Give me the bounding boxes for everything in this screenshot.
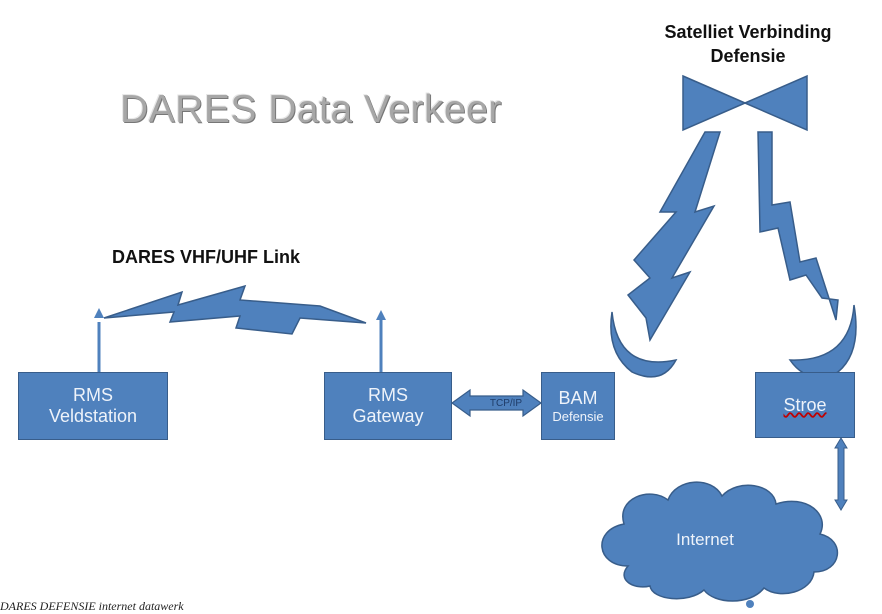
vhf-uhf-link-label: DARES VHF/UHF Link bbox=[112, 247, 301, 267]
tcpip-label: TCP/IP bbox=[489, 398, 523, 409]
bam-defensie-box: BAM Defensie bbox=[541, 372, 615, 440]
bam-dish-icon bbox=[610, 311, 678, 378]
vhf-uhf-link-bolt bbox=[103, 284, 367, 335]
gateway-antenna-tip bbox=[376, 310, 386, 320]
rms-gateway-line2: Gateway bbox=[352, 406, 424, 426]
diagram-title: DARES Data Verkeer bbox=[120, 88, 502, 131]
stroe-label: Stroe bbox=[783, 394, 827, 415]
rms-veldstation-line1: RMS bbox=[73, 385, 113, 405]
internet-label: Internet bbox=[676, 530, 734, 549]
stroe-box: Stroe bbox=[755, 372, 855, 438]
satellite-beam-left bbox=[626, 131, 722, 343]
satellite-label: Satelliet Verbinding Defensie bbox=[636, 20, 860, 68]
veldstation-antenna-tip bbox=[94, 308, 104, 318]
satellite-label-line1: Satelliet Verbinding bbox=[664, 22, 832, 42]
rms-veldstation-box: RMS Veldstation bbox=[18, 372, 168, 440]
stroe-dish-icon bbox=[788, 304, 857, 378]
internet-cloud-tail-icon bbox=[746, 600, 754, 608]
satellite-label-line2: Defensie bbox=[710, 46, 786, 66]
satellite-icon bbox=[682, 74, 808, 132]
bam-defensie-line2: Defensie bbox=[552, 408, 604, 424]
rms-veldstation-line2: Veldstation bbox=[48, 406, 138, 426]
internet-cloud-icon bbox=[601, 481, 838, 602]
satellite-beam-right bbox=[757, 131, 839, 321]
rms-gateway-line1: RMS bbox=[368, 385, 408, 405]
image-caption: DARES DEFENSIE internet datawerk bbox=[0, 599, 184, 613]
bam-defensie-line1: BAM bbox=[558, 387, 598, 408]
rms-gateway-box: RMS Gateway bbox=[324, 372, 452, 440]
stroe-internet-arrow bbox=[834, 437, 848, 511]
